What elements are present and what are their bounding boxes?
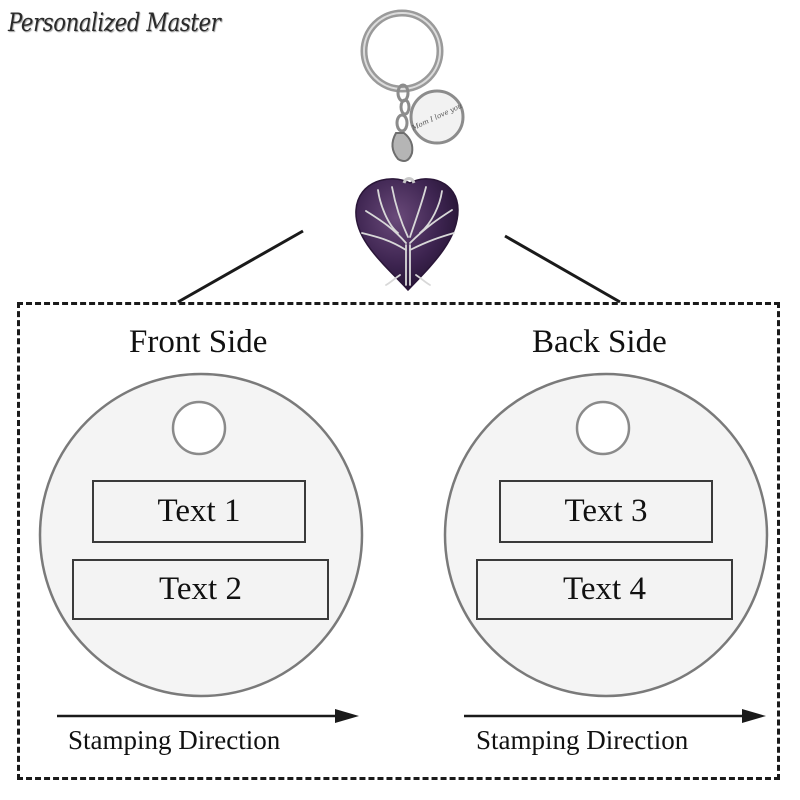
front-side-title: Front Side <box>129 324 268 360</box>
front-stamping-direction-arrow <box>57 709 359 723</box>
back-text-3-box[interactable]: Text 3 <box>499 480 713 543</box>
brand-logo: Personalized Master <box>8 8 221 37</box>
front-stamping-direction-label: Stamping Direction <box>68 725 281 755</box>
lobster-clasp <box>391 132 414 162</box>
front-text-1-box[interactable]: Text 1 <box>92 480 306 543</box>
back-tag-hole <box>575 400 631 456</box>
back-stamping-direction-arrow <box>464 709 766 723</box>
chain <box>395 83 411 133</box>
front-text-2-box[interactable]: Text 2 <box>72 559 329 620</box>
tree-of-life-wire <box>361 186 455 286</box>
back-stamping-direction-label: Stamping Direction <box>476 725 689 755</box>
charm-tag <box>409 89 465 145</box>
front-tag-hole <box>171 400 227 456</box>
engraving-layout-frame <box>17 302 780 780</box>
back-text-4-box[interactable]: Text 4 <box>476 559 733 620</box>
back-side-title: Back Side <box>532 324 667 360</box>
keychain-product-image: Mom I love you <box>355 9 465 292</box>
